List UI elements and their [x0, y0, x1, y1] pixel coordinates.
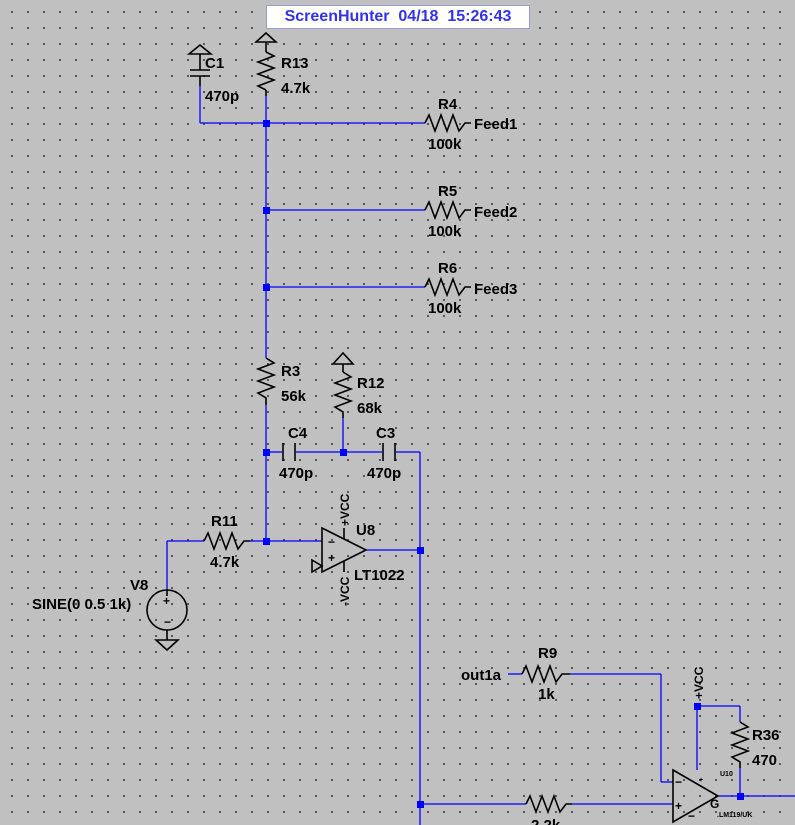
r5-value: 100k: [428, 223, 462, 240]
r3-ref: R3: [281, 363, 300, 380]
junction: [263, 449, 270, 456]
comparator-u10[interactable]: − + +VCC + U10 G .LM119/UK −: [672, 666, 752, 824]
r4-ref: R4: [438, 96, 458, 113]
r36-ref: R36: [752, 727, 780, 744]
supply-arrow-icon: [253, 31, 279, 43]
c1-ref: C1: [205, 55, 224, 72]
resistor-r11[interactable]: R11 4.7k: [203, 513, 250, 571]
r9-ref: R9: [538, 645, 557, 662]
supply-arrow-icon: [331, 351, 355, 365]
u10-pin-g: G: [710, 797, 719, 811]
screenhunter-overlay: ScreenHunter 04/18 15:26:43: [266, 5, 530, 29]
net-label-feed3: Feed3: [474, 281, 517, 298]
c3-value: 470p: [367, 465, 401, 482]
r4-value: 100k: [428, 136, 462, 153]
u8-ref: U8: [356, 522, 375, 539]
r-bottom-value: 2.2k: [531, 817, 561, 825]
net-label-out1a: out1a: [461, 667, 502, 684]
u8-value: LT1022: [354, 567, 405, 584]
junction: [340, 449, 347, 456]
overlay-time: 15:26:43: [447, 8, 512, 25]
resistor-r3[interactable]: R3 56k: [255, 357, 307, 405]
c4-ref: C4: [288, 425, 308, 442]
r12-value: 68k: [357, 400, 383, 417]
u10-value: .LM119/UK: [717, 812, 752, 819]
svg-text:−: −: [688, 809, 695, 823]
capacitor-c3[interactable]: C3 470p: [367, 425, 401, 482]
resistor-r36[interactable]: R36 470: [729, 721, 780, 769]
r6-ref: R6: [438, 260, 457, 277]
wires: [166, 86, 795, 825]
u10-pos-supply: +VCC: [692, 666, 706, 699]
resistor-r4[interactable]: R4 100k Feed1: [424, 96, 517, 153]
r9-value: 1k: [538, 686, 555, 703]
r13-value: 4.7k: [281, 80, 311, 97]
junction: [417, 547, 424, 554]
r36-value: 470: [752, 752, 777, 769]
ground-symbol-icon: [153, 639, 181, 652]
opamp-u8[interactable]: − + +VCC -VCC U8 LT1022: [311, 493, 405, 606]
v8-value: SINE(0 0.5 1k): [32, 596, 131, 613]
u8-pos-supply: +VCC: [338, 493, 352, 526]
junction: [263, 207, 270, 214]
svg-text:−: −: [164, 615, 171, 629]
r11-value: 4.7k: [210, 554, 240, 571]
c1-value: 470p: [205, 88, 239, 105]
r3-value: 56k: [281, 388, 307, 405]
c3-ref: C3: [376, 425, 395, 442]
u10-ref: U10: [720, 771, 733, 778]
svg-text:−: −: [675, 775, 682, 789]
resistor-r13[interactable]: R13 4.7k: [253, 31, 311, 97]
junction: [263, 538, 270, 545]
r11-ref: R11: [211, 513, 238, 530]
net-label-feed1: Feed1: [474, 116, 517, 133]
resistor-r5[interactable]: R5 100k Feed2: [424, 183, 517, 240]
svg-text:+: +: [328, 551, 335, 565]
svg-text:+: +: [675, 799, 682, 813]
v8-ref: V8: [130, 577, 148, 594]
junction: [694, 703, 701, 710]
junction: [263, 284, 270, 291]
r13-ref: R13: [281, 55, 309, 72]
u8-neg-supply: -VCC: [338, 576, 352, 606]
svg-text:+: +: [163, 594, 170, 608]
ground-symbol-icon: [186, 43, 214, 55]
r12-ref: R12: [357, 375, 385, 392]
overlay-app: ScreenHunter: [284, 8, 390, 25]
voltage-source-v8[interactable]: + − V8 SINE(0 0.5 1k): [32, 577, 188, 652]
c4-value: 470p: [279, 465, 313, 482]
junction: [737, 793, 744, 800]
junctions: [263, 120, 744, 808]
net-label-feed2: Feed2: [474, 204, 517, 221]
junction: [263, 120, 270, 127]
capacitor-c1[interactable]: C1 470p: [186, 43, 239, 105]
capacitor-c4[interactable]: C4 470p: [279, 425, 313, 482]
r5-ref: R5: [438, 183, 457, 200]
resistor-r9[interactable]: R9 1k out1a: [461, 645, 570, 703]
resistor-r12[interactable]: R12 68k: [331, 351, 385, 418]
resistor-r6[interactable]: R6 100k Feed3: [424, 260, 517, 317]
svg-text:+: +: [699, 777, 703, 784]
svg-text:−: −: [328, 535, 335, 549]
junction: [417, 801, 424, 808]
overlay-date: 04/18: [398, 8, 439, 25]
r6-value: 100k: [428, 300, 462, 317]
resistor-bottom[interactable]: 2.2k: [525, 793, 572, 825]
